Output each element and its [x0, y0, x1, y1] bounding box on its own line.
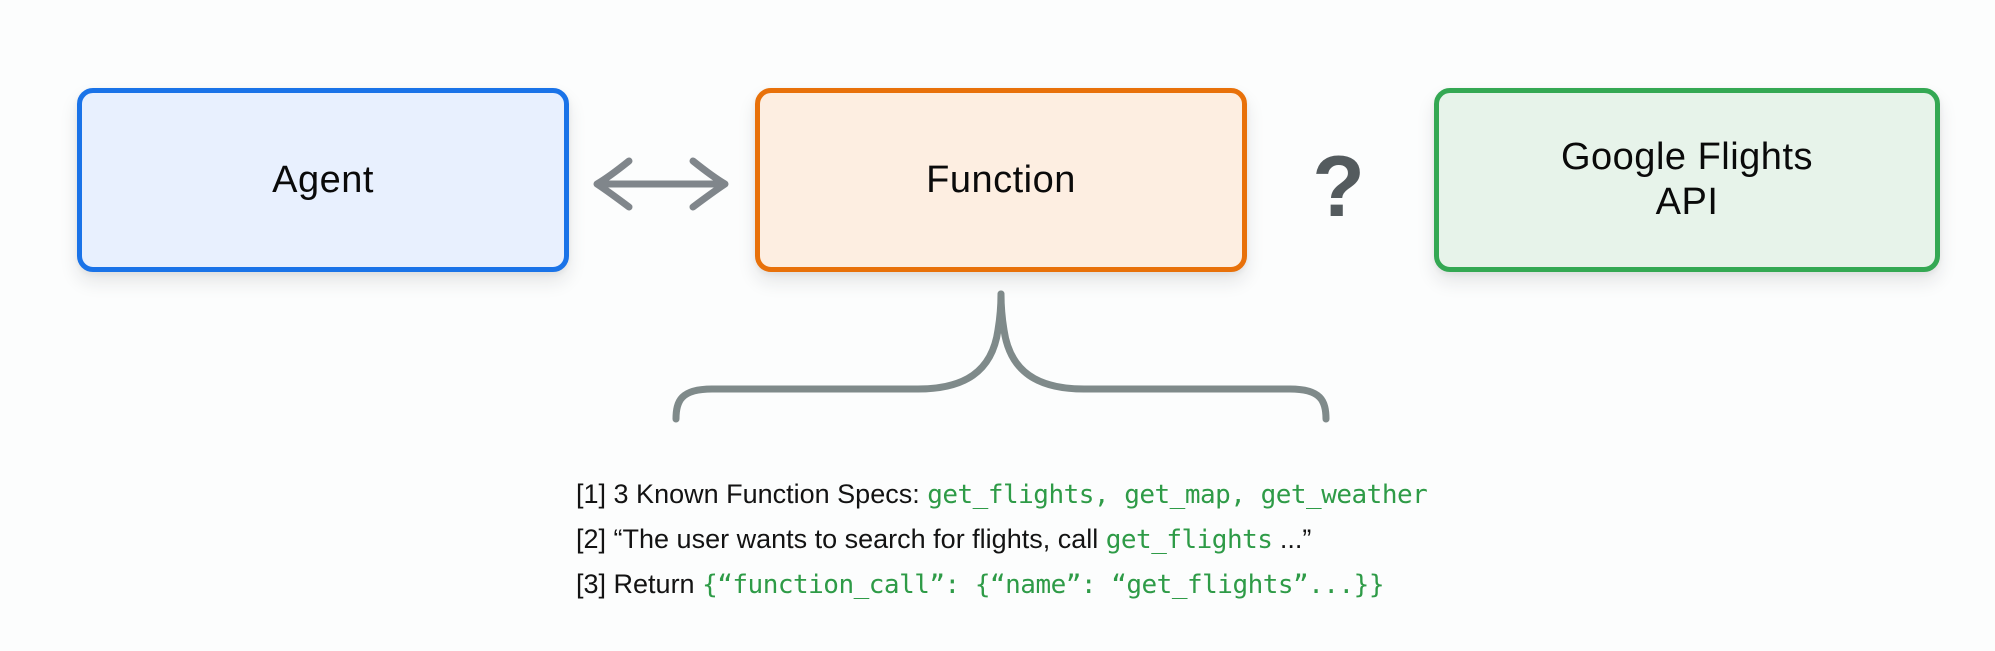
annotation-2-plain-end: ...” [1272, 524, 1312, 554]
function-node-label: Function [926, 158, 1076, 201]
agent-node: Agent [77, 88, 569, 272]
annotation-2-plain-start: [2] “The user wants to search for flight… [576, 524, 1106, 554]
agent-node-label: Agent [272, 158, 374, 201]
google-flights-api-label-line2: API [1655, 181, 1719, 223]
annotation-line-2: [2] “The user wants to search for flight… [531, 491, 1427, 555]
annotation-line-3: [3] Return {“function_call”: {“name”: “g… [531, 536, 1427, 600]
google-flights-api-label-line1: Google Flights [1560, 136, 1813, 178]
annotation-1-plain: [1] 3 Known Function Specs: [576, 479, 928, 509]
question-mark: ? [1312, 139, 1365, 235]
function-node: Function [755, 88, 1247, 272]
function-brace [672, 290, 1330, 423]
annotation-line-1: [1] 3 Known Function Specs: get_flights,… [531, 446, 1428, 510]
annotation-2-code: get_flights [1105, 525, 1273, 555]
annotation-1-code: get_flights, get_map, get_weather [927, 480, 1428, 510]
annotation-block: [1] 3 Known Function Specs: get_flights,… [531, 446, 1428, 600]
google-flights-api-node: Google Flights API [1434, 88, 1940, 272]
annotation-3-code: {“function_call”: {“name”: “get_flights”… [702, 570, 1384, 600]
agent-function-arrow [593, 157, 729, 211]
annotation-3-plain: [3] Return [576, 569, 703, 599]
